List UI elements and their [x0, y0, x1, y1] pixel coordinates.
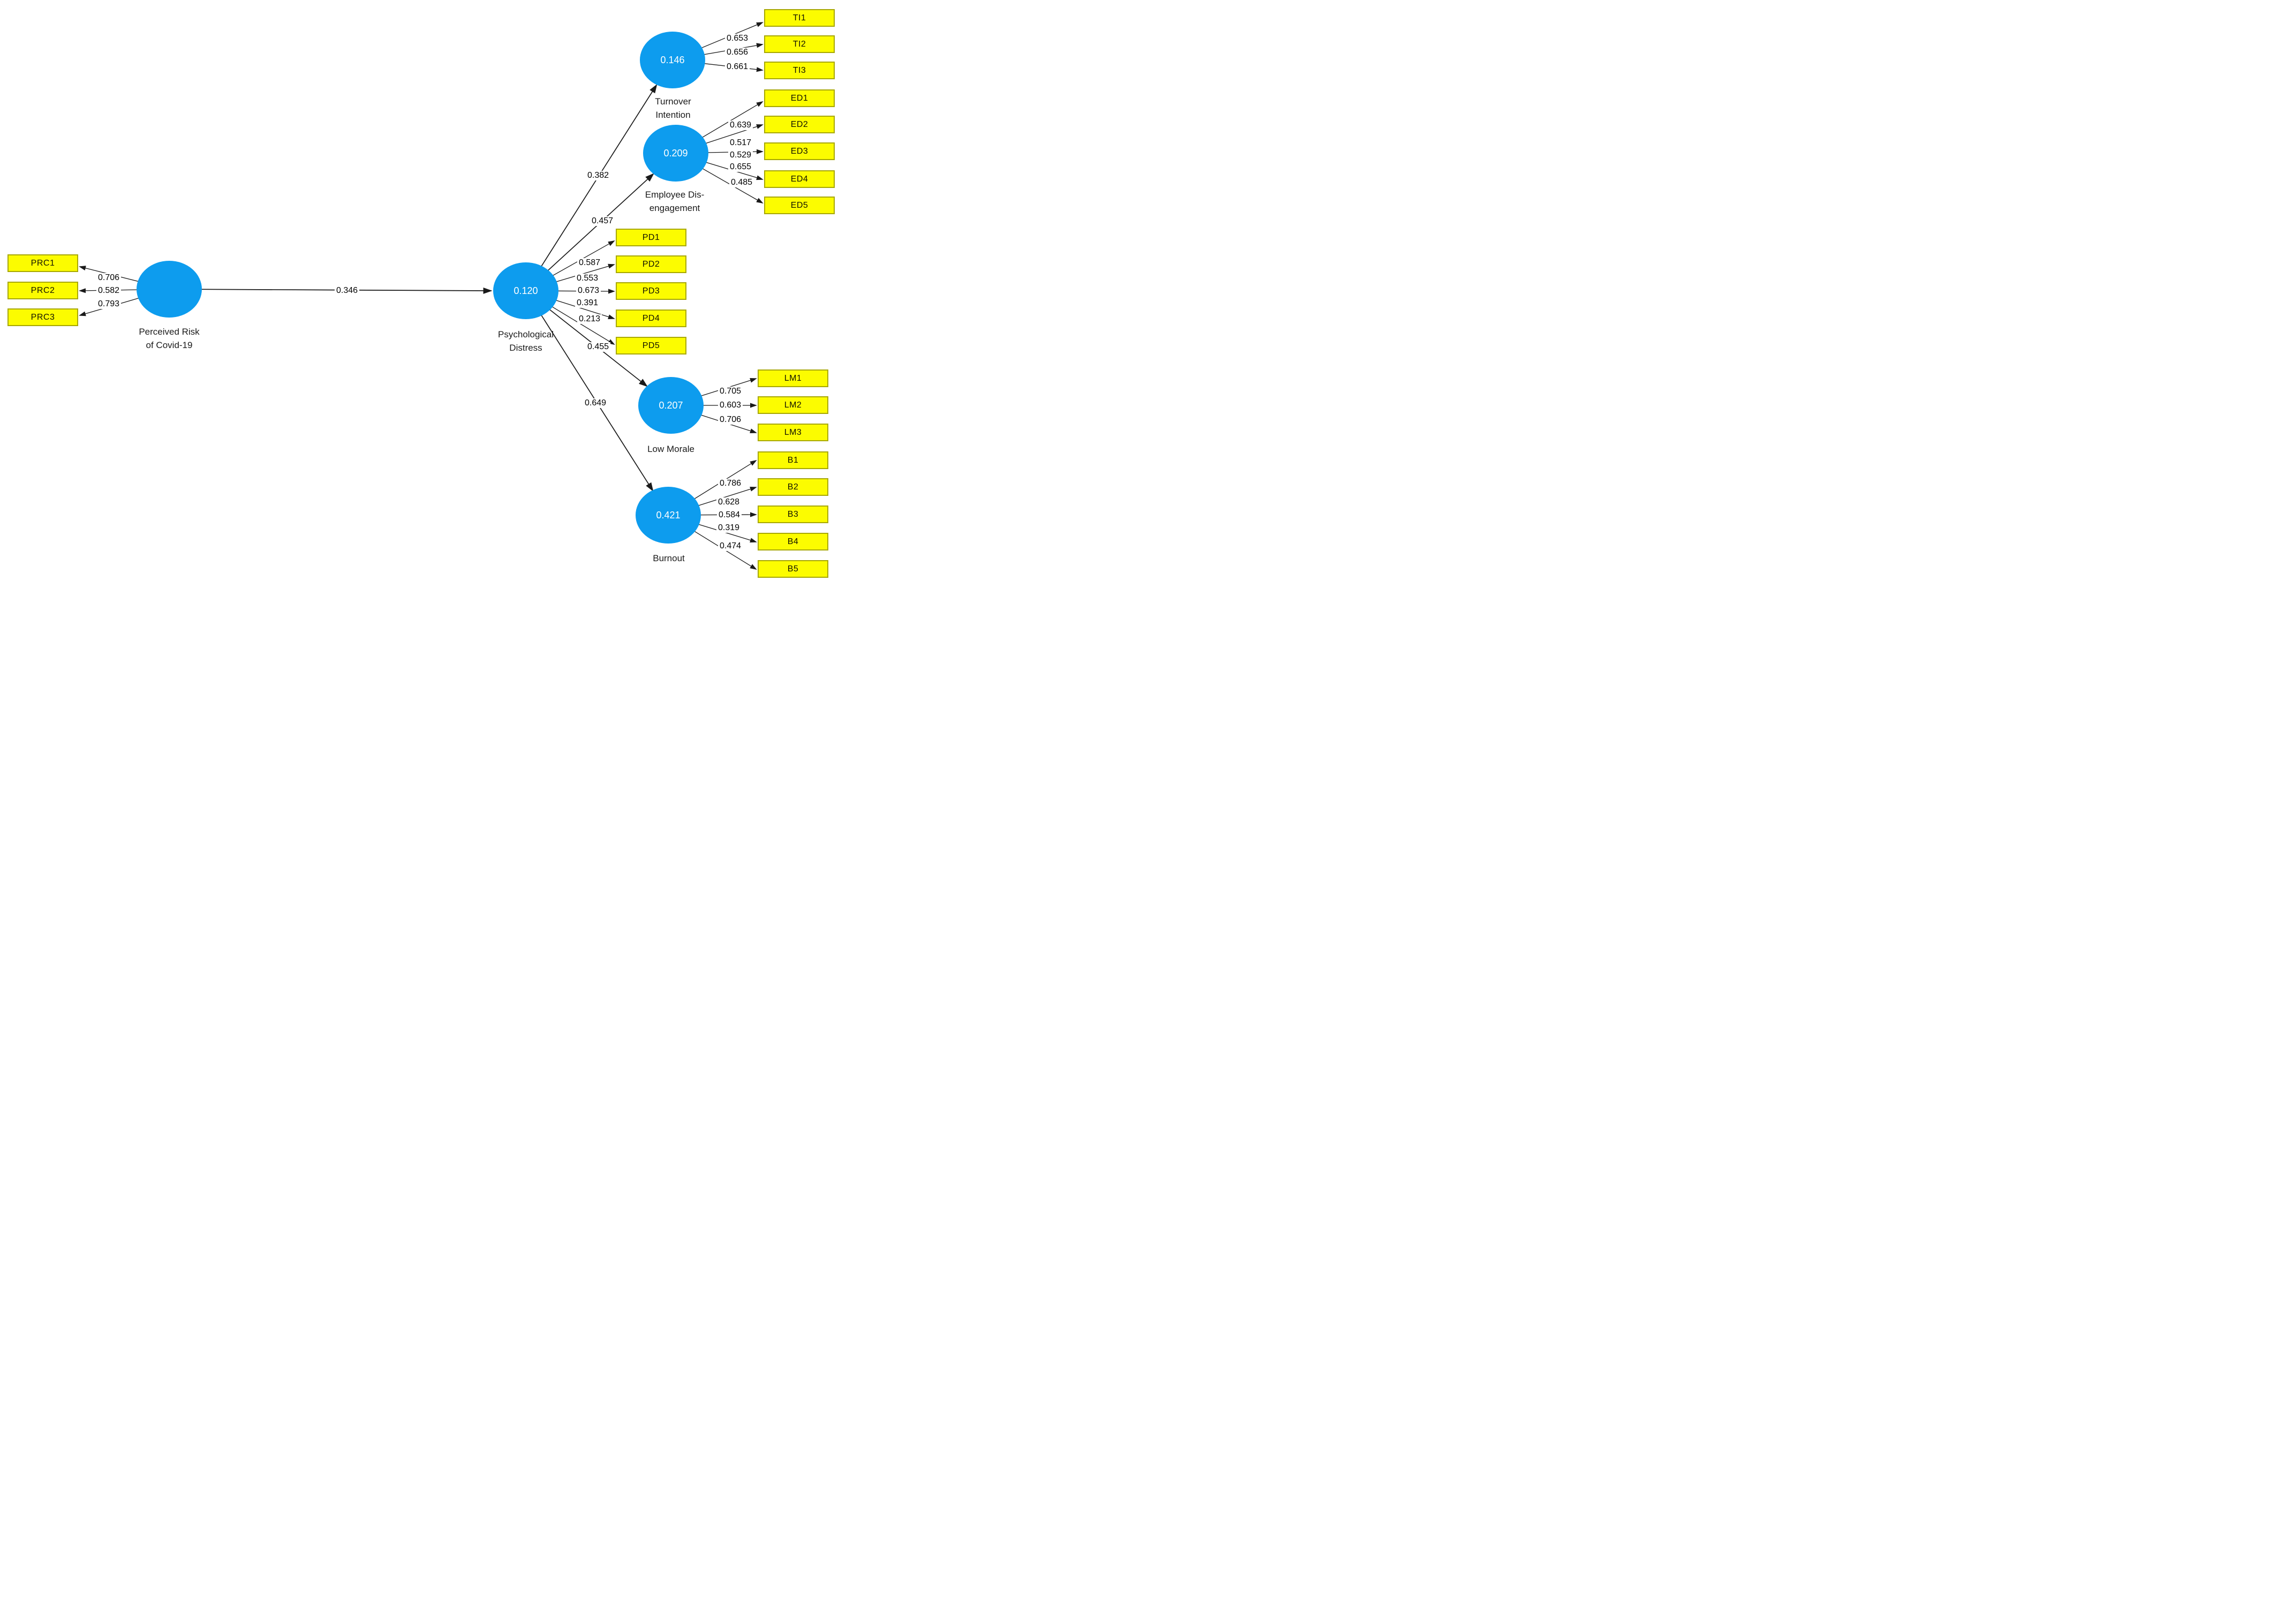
- indicator-box-ed1[interactable]: ED1: [764, 89, 835, 107]
- loading-ed3: 0.529: [728, 150, 753, 160]
- indicator-box-prc2[interactable]: PRC2: [7, 282, 78, 299]
- loading-b3: 0.584: [716, 510, 742, 520]
- indicator-box-lm2[interactable]: LM2: [758, 396, 828, 414]
- r2-value-ed: 0.209: [663, 147, 688, 159]
- loading-lm3: 0.706: [718, 415, 743, 425]
- path-coef-prc-pd: 0.346: [334, 286, 360, 296]
- indicator-box-b2[interactable]: B2: [758, 478, 828, 496]
- loading-ed5: 0.485: [729, 178, 754, 187]
- path-coef-pd-b: 0.649: [583, 398, 608, 408]
- indicator-box-ti1[interactable]: TI1: [764, 9, 835, 27]
- indicator-box-pd1[interactable]: PD1: [616, 229, 686, 246]
- construct-label-employee-disengagement: Employee Dis- engagement: [645, 190, 705, 213]
- loading-ti3: 0.661: [724, 62, 750, 72]
- indicator-box-b4[interactable]: B4: [758, 533, 828, 550]
- construct-label-turnover-intention: Turnover Intention: [655, 96, 691, 120]
- path-coef-pd-lm: 0.455: [585, 342, 611, 352]
- sem-model-diagram: PRC1 PRC2 PRC3 TI1 TI2 TI3 ED1 ED2 ED3 E…: [0, 0, 840, 588]
- indicator-box-b1[interactable]: B1: [758, 451, 828, 469]
- construct-label-low-morale: Low Morale: [647, 444, 694, 454]
- loading-ti2: 0.656: [724, 48, 750, 57]
- indicator-box-b5[interactable]: B5: [758, 560, 828, 578]
- indicator-box-pd2[interactable]: PD2: [616, 255, 686, 273]
- loading-prc3: 0.793: [96, 299, 122, 309]
- construct-label-burnout: Burnout: [653, 553, 685, 563]
- loading-ed4: 0.655: [728, 162, 753, 172]
- r2-value-lm: 0.207: [659, 399, 683, 411]
- edges-layer: [79, 22, 764, 570]
- construct-label-perceived-risk: Perceived Risk of Covid-19: [139, 327, 200, 350]
- indicator-box-pd5[interactable]: PD5: [616, 337, 686, 354]
- indicator-box-ed5[interactable]: ED5: [764, 197, 835, 214]
- indicator-box-ti3[interactable]: TI3: [764, 62, 835, 79]
- indicator-box-pd4[interactable]: PD4: [616, 310, 686, 327]
- r2-value-b: 0.421: [656, 509, 681, 520]
- loading-lm2: 0.603: [718, 401, 743, 410]
- indicator-box-ti2[interactable]: TI2: [764, 35, 835, 53]
- path-coef-pd-ed: 0.457: [590, 216, 615, 226]
- indicator-box-ed2[interactable]: ED2: [764, 116, 835, 133]
- loading-ed2: 0.517: [728, 138, 753, 148]
- indicator-box-lm1[interactable]: LM1: [758, 369, 828, 387]
- indicator-box-ed3[interactable]: ED3: [764, 142, 835, 160]
- construct-node-psychological-distress[interactable]: 0.120: [493, 262, 558, 319]
- loading-ed1: 0.639: [728, 120, 753, 130]
- loading-prc2: 0.582: [96, 286, 122, 296]
- path-prc-pd: [169, 287, 493, 294]
- construct-node-perceived-risk[interactable]: [137, 261, 202, 318]
- indicator-box-pd3[interactable]: PD3: [616, 282, 686, 300]
- loading-pd1: 0.587: [577, 258, 602, 268]
- loading-b4: 0.319: [716, 523, 742, 533]
- construct-label-psychological-distress: Psychological Distress: [498, 329, 554, 353]
- construct-node-burnout[interactable]: 0.421: [636, 487, 701, 544]
- loading-prc1: 0.706: [96, 273, 122, 283]
- r2-value-pd: 0.120: [513, 285, 538, 296]
- indicator-box-prc1[interactable]: PRC1: [7, 254, 78, 272]
- indicator-box-prc3[interactable]: PRC3: [7, 308, 78, 326]
- indicator-box-ed4[interactable]: ED4: [764, 170, 835, 188]
- indicator-box-lm3[interactable]: LM3: [758, 424, 828, 441]
- loading-pd2: 0.553: [575, 274, 600, 283]
- construct-node-turnover-intention[interactable]: 0.146: [640, 32, 705, 88]
- construct-node-employee-disengagement[interactable]: 0.209: [643, 125, 708, 182]
- loading-lm1: 0.705: [718, 387, 743, 396]
- r2-value-ti: 0.146: [660, 54, 685, 65]
- loading-b1: 0.786: [718, 479, 743, 488]
- loading-b2: 0.628: [716, 497, 742, 507]
- loading-pd4: 0.391: [575, 298, 600, 308]
- path-pd-ti: [525, 84, 658, 291]
- indicator-box-b3[interactable]: B3: [758, 506, 828, 523]
- path-pd-b: [525, 290, 654, 492]
- path-coef-pd-ti: 0.382: [585, 171, 611, 180]
- loading-pd3: 0.673: [576, 286, 601, 296]
- loading-b5: 0.474: [718, 541, 743, 551]
- construct-node-low-morale[interactable]: 0.207: [638, 377, 704, 434]
- loading-ti1: 0.653: [724, 34, 750, 43]
- loading-pd5: 0.213: [577, 314, 602, 324]
